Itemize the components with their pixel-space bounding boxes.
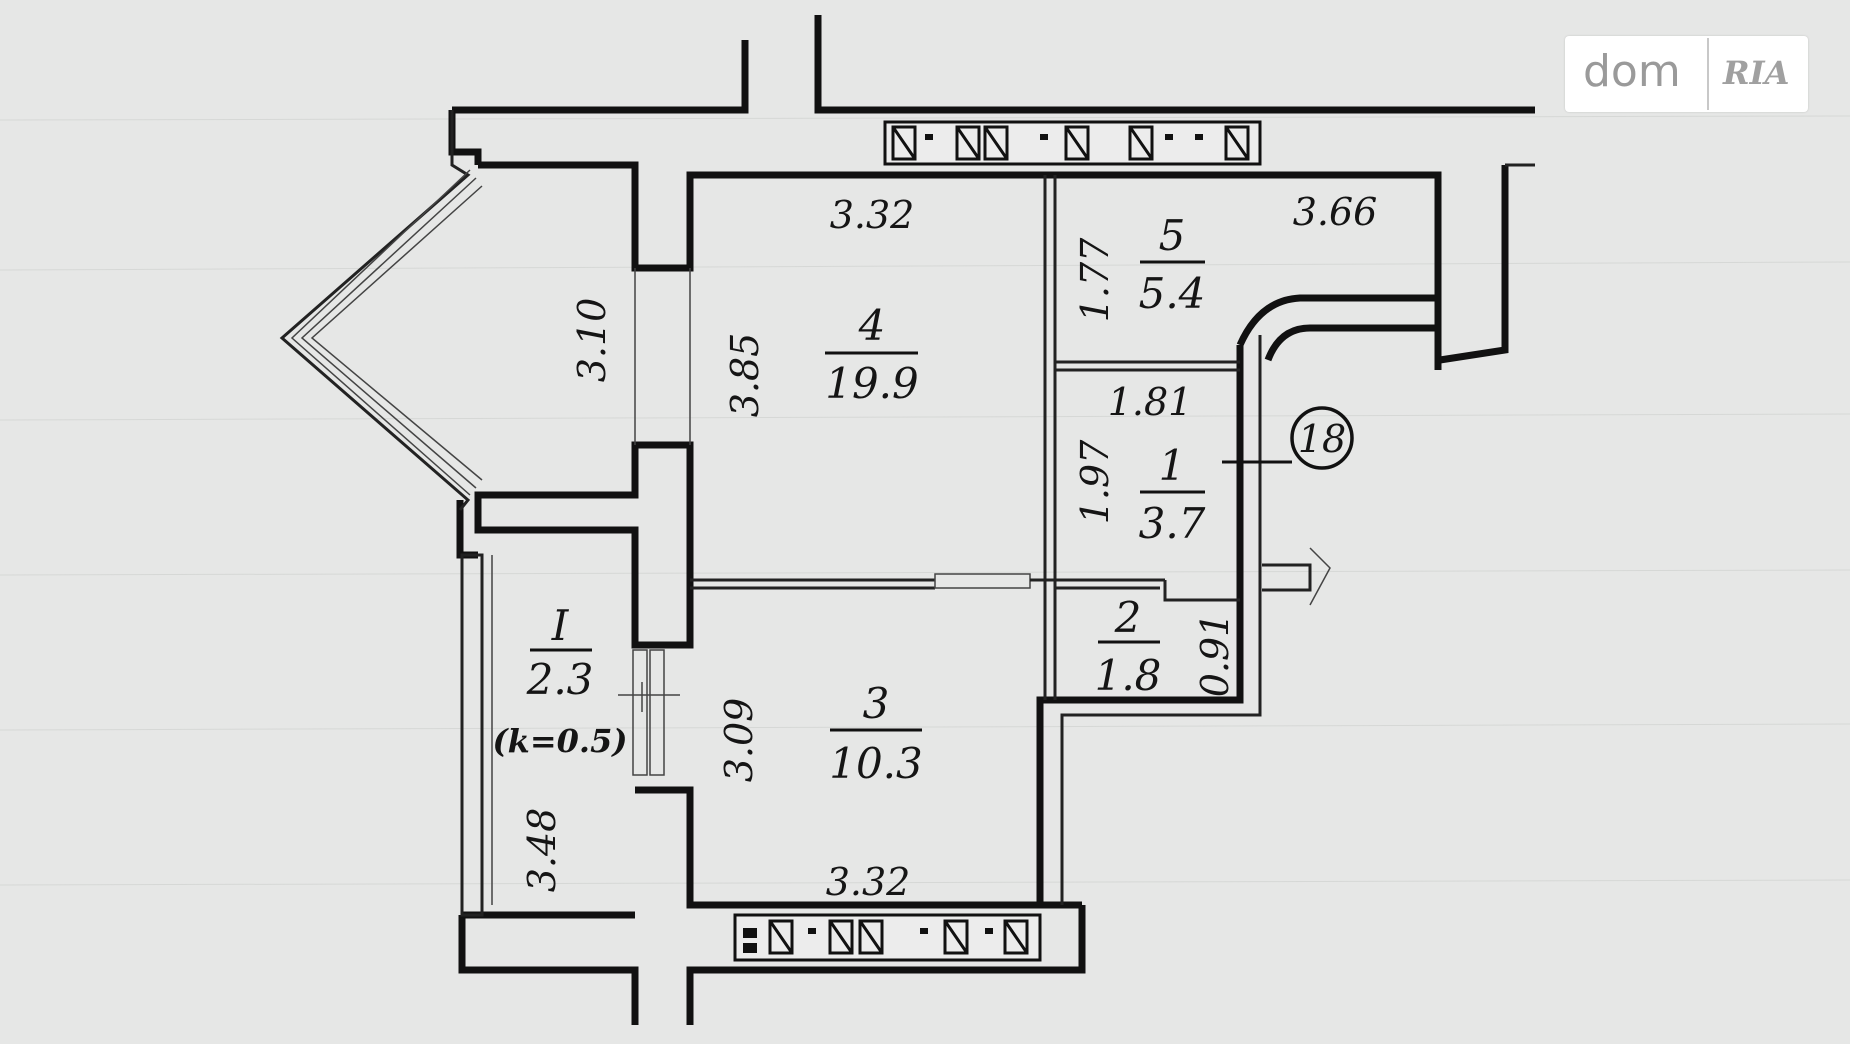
- entrance-marker: 18: [1222, 406, 1354, 470]
- top-window-units: [883, 120, 1262, 166]
- bay-window-inner-3: [310, 185, 483, 481]
- paper-lines: [0, 115, 1850, 886]
- hall-right-wall: [1036, 345, 1244, 905]
- balcony-number: I: [551, 601, 570, 650]
- dim-room5-height: 1.77: [1073, 237, 1117, 322]
- room-2-number: 2: [1114, 593, 1142, 642]
- bottom-window-units: [733, 913, 1042, 962]
- hall-curve-inner: [1264, 324, 1438, 362]
- top-outer-wall-right: [814, 15, 1535, 114]
- bottom-outer-wall: [458, 915, 639, 1025]
- hall-curve-outer: [1236, 294, 1438, 347]
- dim-bay-width: 3.10: [570, 298, 614, 383]
- room-4-number: 4: [858, 301, 886, 350]
- dim-room3-width: 3.32: [826, 860, 911, 904]
- exit-arrow: [1309, 547, 1331, 606]
- bay-window-inner-2: [300, 177, 477, 489]
- balcony-outer-rail: [460, 553, 484, 917]
- dim-room5-width: 3.66: [1293, 190, 1378, 234]
- hall-exit: [1262, 563, 1312, 592]
- room-3-number: 3: [863, 679, 890, 728]
- dim-bath-height: 0.91: [1193, 613, 1237, 698]
- room-1-hall-label: 1 3.7: [1139, 441, 1206, 548]
- entrance-number: 18: [1298, 417, 1346, 461]
- room-1-area: 3.7: [1139, 499, 1206, 548]
- hall-right-wall-inner: [1060, 335, 1262, 905]
- balcony-door-frame: [632, 649, 648, 776]
- dim-room4-height: 3.85: [723, 333, 767, 418]
- room-4-label: 4 19.9: [825, 301, 919, 408]
- bay-window-inner-1: [290, 169, 471, 496]
- room-4-area: 19.9: [825, 359, 919, 408]
- balcony-area: 2.3: [526, 655, 594, 704]
- room-3-area: 10.3: [829, 739, 923, 788]
- top-outer-wall: [452, 40, 749, 114]
- balcony-coefficient: (k=0.5): [493, 722, 628, 760]
- room-5-number: 5: [1159, 211, 1186, 260]
- balcony-door-frame-2: [649, 649, 665, 776]
- lower-left-pier: [635, 786, 1082, 909]
- room-2-label: 2 1.8: [1095, 593, 1162, 700]
- bay-window-outer: [279, 110, 471, 511]
- left-upper-stub: [448, 110, 482, 165]
- dim-hall-width: 1.81: [1108, 380, 1193, 424]
- dim-room4-width: 3.32: [830, 193, 915, 237]
- room-3-label: 3 10.3: [829, 679, 923, 788]
- room-2-area: 1.8: [1095, 651, 1162, 700]
- balcony-label: I 2.3 (k=0.5): [493, 601, 628, 760]
- watermark-logo: dom RIA: [1565, 36, 1808, 112]
- watermark-dom-text: dom: [1583, 46, 1681, 97]
- right-outer-wall: [1439, 165, 1509, 364]
- middle-pier: [474, 441, 694, 649]
- watermark-separator: [1707, 38, 1709, 110]
- dim-balcony-length: 3.48: [520, 808, 564, 893]
- door-room3: [934, 573, 1031, 589]
- room-5-area: 5.4: [1139, 269, 1206, 318]
- bottom-outer-wall-right: [686, 905, 1086, 1025]
- walls: [279, 15, 1535, 1025]
- watermark-ria-text: RIA: [1723, 54, 1790, 92]
- dim-hall-height: 1.97: [1073, 439, 1117, 524]
- room-1-number: 1: [1159, 441, 1186, 490]
- dim-room3-height: 3.09: [717, 698, 761, 783]
- bath-step: [1163, 580, 1240, 602]
- room-5-label: 5 5.4: [1139, 211, 1206, 318]
